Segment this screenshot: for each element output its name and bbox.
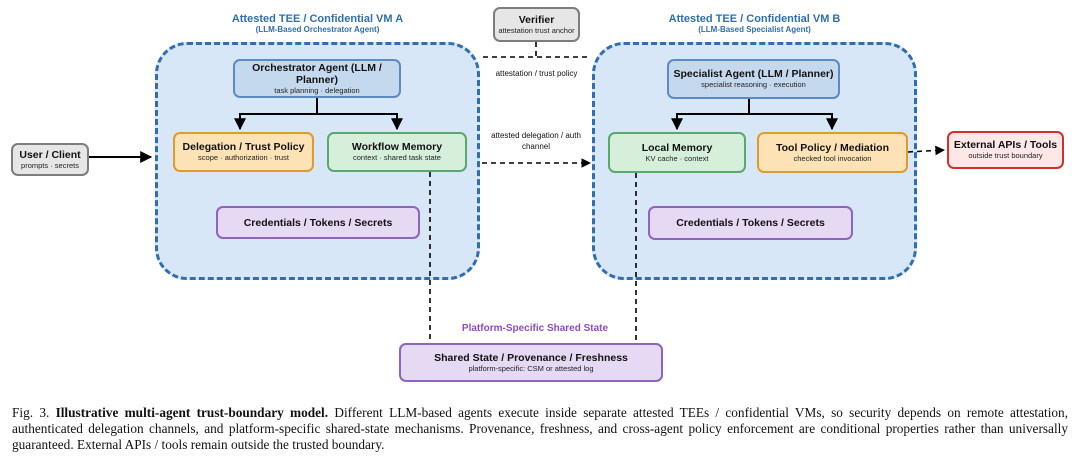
- external-apis-subtitle: outside trust boundary: [968, 151, 1043, 160]
- orchestrator-agent-title: Orchestrator Agent (LLM / Planner): [252, 61, 382, 86]
- specialist-to-tool-policy-arrow: [749, 113, 838, 131]
- user-client-node: User / Client prompts · secrets: [11, 143, 89, 176]
- vm-b-subtitle: (LLM-Based Specialist Agent): [698, 25, 811, 34]
- delegation-channel-label: attested delegation / auth channel: [484, 130, 588, 152]
- caption-body: Different LLM-based agents execute insid…: [12, 405, 1069, 452]
- orchestrator-to-delegation-arrow: [234, 98, 318, 131]
- attestation-link: [483, 42, 591, 58]
- vm-a-header: Attested TEE / Confidential VM A (LLM-Ba…: [175, 13, 460, 35]
- vm-a-title: Attested TEE / Confidential VM A: [231, 13, 404, 25]
- shared-state-subtitle: platform-specific: CSM or attested log: [468, 363, 594, 373]
- local-memory-node: Local Memory KV cache · context: [608, 132, 746, 173]
- vm-b-header: Attested TEE / Confidential VM B (LLM-Ba…: [612, 13, 897, 35]
- specialist-agent-title: Specialist Agent (LLM / Planner): [673, 68, 834, 80]
- orchestrator-to-workflow-arrow: [317, 113, 403, 131]
- caption-title: Illustrative multi-agent trust-boundary …: [55, 405, 329, 420]
- orchestrator-agent-node: Orchestrator Agent (LLM / Planner) task …: [233, 59, 401, 98]
- workflow-memory-node: Workflow Memory context · shared task st…: [327, 132, 467, 172]
- delegation-policy-title: Delegation / Trust Policy: [182, 141, 305, 153]
- external-apis-title: External APIs / Tools: [953, 139, 1058, 151]
- shared-state-node: Shared State / Provenance / Freshness pl…: [399, 343, 663, 382]
- verifier-title: Verifier: [518, 13, 555, 26]
- delegation-policy-subtitle: scope · authorization · trust: [198, 153, 289, 162]
- tool-policy-subtitle: checked tool invocation: [793, 153, 872, 163]
- attestation-label: attestation / trust policy: [495, 69, 578, 78]
- vm-b-title: Attested TEE / Confidential VM B: [668, 13, 841, 25]
- workflow-memory-subtitle: context · shared task state: [353, 153, 441, 162]
- specialist-to-local-memory-arrow: [671, 99, 750, 131]
- specialist-agent-node: Specialist Agent (LLM / Planner) special…: [667, 59, 840, 99]
- verifier-node: Verifier attestation trust anchor: [493, 7, 580, 42]
- credentials-b-node: Credentials / Tokens / Secrets: [648, 206, 853, 240]
- workflow-memory-title: Workflow Memory: [351, 141, 443, 153]
- figure-caption: Fig. 3. Illustrative multi-agent trust-b…: [12, 405, 1068, 453]
- orchestrator-agent-subtitle: task planning · delegation: [274, 85, 360, 95]
- shared-state-title: Shared State / Provenance / Freshness: [434, 351, 628, 364]
- user-client-subtitle: prompts · secrets: [21, 160, 79, 170]
- external-apis-node: External APIs / Tools outside trust boun…: [947, 131, 1064, 169]
- delegation-channel-label-line2: channel: [521, 142, 551, 151]
- specialist-agent-subtitle: specialist reasoning · execution: [701, 80, 806, 89]
- verifier-subtitle: attestation trust anchor: [498, 25, 575, 35]
- delegation-policy-node: Delegation / Trust Policy scope · author…: [173, 132, 314, 172]
- local-memory-title: Local Memory: [641, 141, 713, 154]
- user-client-title: User / Client: [19, 148, 81, 161]
- credentials-b-title: Credentials / Tokens / Secrets: [676, 217, 825, 229]
- tool-policy-title: Tool Policy / Mediation: [776, 141, 889, 154]
- delegation-channel-label-line1: attested delegation / auth: [491, 131, 581, 140]
- local-memory-subtitle: KV cache · context: [645, 153, 709, 163]
- credentials-a-title: Credentials / Tokens / Secrets: [243, 216, 393, 229]
- vm-a-subtitle: (LLM-Based Orchestrator Agent): [255, 25, 380, 34]
- tool-policy-node: Tool Policy / Mediation checked tool inv…: [757, 132, 908, 173]
- credentials-a-node: Credentials / Tokens / Secrets: [216, 206, 420, 239]
- tool-policy-to-external-arrow: [907, 145, 945, 156]
- shared-state-header: Platform-Specific Shared State: [461, 323, 609, 334]
- caption-label: Fig. 3.: [12, 405, 50, 420]
